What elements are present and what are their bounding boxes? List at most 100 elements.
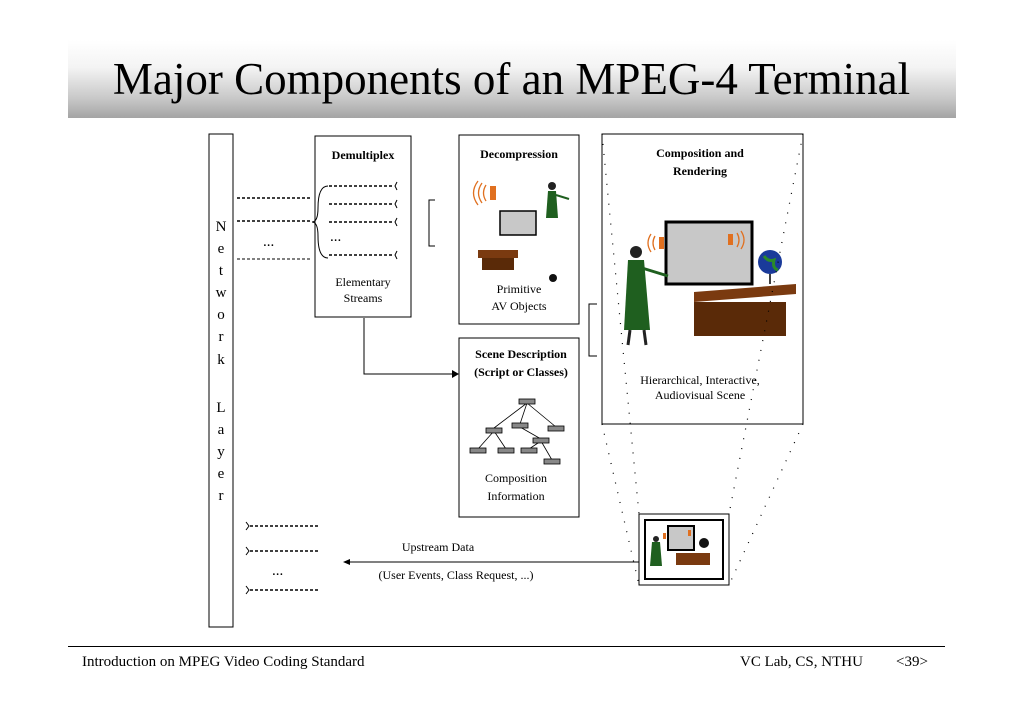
tick (245, 585, 250, 595)
ellipsis: ... (263, 234, 274, 250)
demultiplex-label-2: Streams (344, 291, 383, 305)
body (546, 191, 558, 218)
bracket (428, 199, 435, 247)
globe-icon (699, 538, 709, 548)
teacher-icon (546, 182, 570, 218)
desk-top (694, 284, 796, 302)
demux-outputs (329, 185, 394, 256)
tick (394, 181, 398, 191)
dotted-line (601, 133, 640, 515)
scene-label-1: Composition (485, 471, 547, 485)
decompression-label-1: Primitive (497, 282, 542, 296)
node (547, 425, 565, 432)
tick (394, 199, 398, 209)
scene-label-2: Information (487, 489, 544, 503)
speaker-icon (688, 530, 691, 536)
node (532, 437, 550, 444)
node (520, 447, 538, 454)
desk-icon (694, 284, 796, 336)
composition-label-2: Audiovisual Scene (655, 388, 745, 402)
desk-body (694, 302, 786, 336)
slide-title: Major Components of an MPEG-4 Terminal (112, 54, 911, 104)
node (518, 398, 536, 405)
edge (526, 402, 557, 428)
edge (493, 430, 507, 450)
network-letter: y (217, 444, 225, 460)
board-icon (499, 210, 537, 236)
page-number: <39> (896, 654, 928, 670)
demux-end-ticks (394, 181, 398, 260)
network-letter: k (217, 352, 225, 368)
demultiplex-label-1: Elementary (335, 275, 390, 289)
network-letter: t (219, 263, 224, 279)
desk-icon (478, 250, 518, 270)
perspective-lines (601, 133, 804, 586)
head (548, 182, 556, 190)
ellipsis: ... (330, 229, 341, 245)
board-icon (664, 220, 754, 286)
ellipsis: ... (272, 563, 283, 579)
globe-icon (549, 274, 557, 282)
leg (642, 329, 648, 346)
node (497, 447, 515, 454)
decompression-label-2: AV Objects (491, 299, 547, 313)
tick (245, 546, 250, 556)
node (511, 422, 529, 429)
title-band (68, 40, 956, 118)
edge (477, 430, 495, 450)
network-letter: L (216, 400, 225, 416)
network-letter: w (216, 285, 227, 301)
demux-to-scene-arrow (363, 318, 452, 375)
scene-tree (469, 398, 565, 465)
edge (519, 426, 542, 440)
composition-heading-2: Rendering (673, 164, 727, 178)
edge (519, 402, 528, 425)
terminal-scene (650, 525, 710, 566)
speaker-body (659, 237, 664, 249)
desk-icon (676, 553, 710, 565)
tick (245, 521, 250, 531)
footer-right: VC Lab, CS, NTHU (740, 654, 863, 670)
speaker-icon (647, 230, 745, 253)
tree-nodes (469, 398, 565, 465)
network-letter: e (218, 241, 225, 257)
network-layer-label: N e t w o r k L a y e r (216, 219, 227, 504)
composition-heading-1: Composition and (656, 146, 744, 160)
dotted-line (728, 423, 804, 586)
desk-top (478, 250, 518, 258)
network-letter: a (218, 422, 225, 438)
head (630, 246, 642, 258)
network-letter: r (219, 329, 224, 345)
speaker-waves (647, 233, 656, 253)
node (485, 427, 503, 434)
tick (394, 217, 398, 227)
arrow-head (452, 370, 459, 378)
demux-brace (311, 185, 329, 259)
speaker-icon (663, 533, 666, 539)
network-letter: e (218, 466, 225, 482)
outgoing-streams (250, 525, 319, 591)
teacher-icon (650, 542, 662, 566)
node (543, 458, 561, 465)
speaker-body (728, 234, 733, 245)
arm (641, 266, 669, 278)
scene-illustration (624, 220, 796, 346)
edge (493, 402, 528, 429)
teacher-head (653, 536, 659, 542)
speaker-waves (472, 180, 487, 206)
scene-heading-2: (Script or Classes) (474, 365, 568, 379)
upstream-arrow-head (343, 559, 350, 565)
demultiplex-heading: Demultiplex (332, 148, 395, 162)
outgoing-ticks (245, 521, 250, 595)
footer-divider (68, 646, 945, 647)
network-layer-bar (208, 133, 234, 628)
speaker-icon (472, 180, 496, 206)
scene-heading-1: Scene Description (475, 347, 567, 361)
leg (626, 329, 632, 346)
tick (394, 250, 398, 260)
dotted-line (601, 423, 640, 586)
body (624, 260, 650, 330)
arm (555, 194, 570, 200)
incoming-streams (237, 197, 312, 260)
teacher-icon (624, 246, 669, 346)
